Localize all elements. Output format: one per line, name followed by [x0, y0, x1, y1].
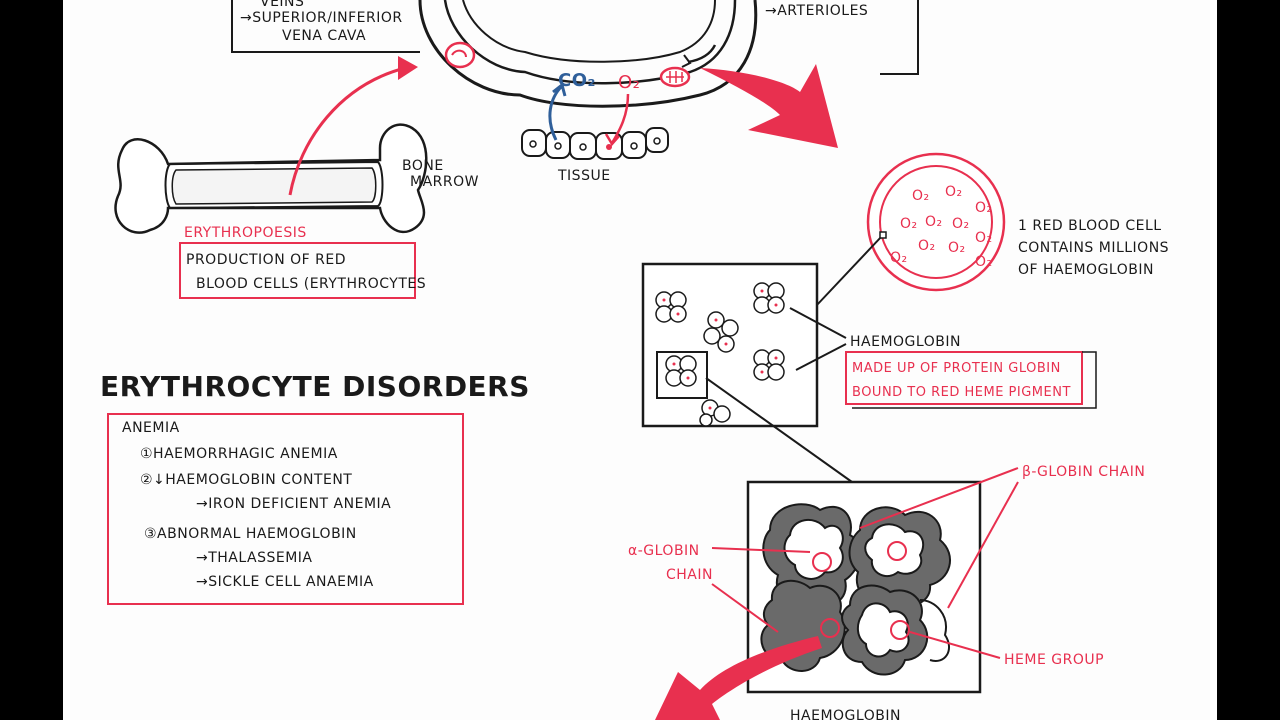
production-line-1: PRODUCTION OF RED — [186, 252, 346, 268]
haemoglobin-label: HAEMOGLOBIN — [850, 334, 961, 350]
haemoglobin-desc-1: MADE UP OF PROTEIN GLOBIN — [852, 361, 1061, 376]
heme-pointer — [909, 631, 1001, 659]
hb-bottom-label: HAEMOGLOBIN — [790, 708, 901, 720]
disorders-anemia: ANEMIA — [122, 420, 180, 436]
disorders-title: ERYTHROCYTE DISORDERS — [100, 370, 530, 403]
disorders-item-3-sub-2: →SICKLE CELL ANAEMIA — [196, 574, 374, 590]
rbc-desc-1: 1 RED BLOOD CELL — [1018, 218, 1162, 234]
rbc-o2: O₂ — [890, 250, 908, 266]
bone-illustration — [114, 123, 428, 234]
selected-cluster-box — [656, 351, 708, 399]
vein-label-3: VENA CAVA — [282, 28, 366, 44]
alpha-chain-label-1: α-GLOBIN — [628, 543, 700, 559]
disorders-item-3-sub-1: →THALASSEMIA — [196, 550, 313, 566]
disorders-item-1: ①HAEMORRHAGIC ANEMIA — [140, 446, 338, 462]
production-line-2: BLOOD CELLS (ERYTHROCYTES — [196, 276, 426, 292]
rbc-o2: O₂ — [975, 230, 993, 246]
hb-pointer-1 — [789, 307, 847, 339]
production-box — [179, 242, 416, 299]
whiteboard-paper — [63, 0, 1217, 720]
disorders-item-2: ②↓HAEMOGLOBIN CONTENT — [140, 472, 352, 488]
red-blood-cell-left — [444, 41, 476, 69]
beta-chain-label: β-GLOBIN CHAIN — [1022, 464, 1145, 480]
haemoglobin-desc-box — [845, 351, 1083, 405]
rbc-o2: O₂ — [948, 240, 966, 256]
vein-label-1: VEINS — [260, 0, 304, 10]
rbc-zoom-anchor — [879, 231, 887, 239]
beta-pointer-2 — [947, 481, 1019, 609]
bone-label-1: BONE — [402, 158, 444, 174]
rbc-o2: O₂ — [912, 188, 930, 204]
arterioles-label: →ARTERIOLES — [765, 3, 868, 19]
hb-molecule — [760, 503, 951, 676]
rbc-o2: O₂ — [900, 216, 918, 232]
heme-groups — [812, 541, 910, 640]
vein-box: VEINS →SUPERIOR/INFERIOR VENA CAVA — [231, 0, 420, 53]
left-letterbox — [0, 0, 63, 720]
vein-label-2: →SUPERIOR/INFERIOR — [240, 10, 403, 26]
rbc-o2: O₂ — [952, 216, 970, 232]
alpha-pointer-1 — [711, 547, 811, 553]
haemoglobin-desc-shadow — [852, 351, 1097, 409]
rbc-zoom-line — [815, 235, 883, 307]
heme-dots — [662, 289, 778, 410]
rbc-o2: O₂ — [925, 214, 943, 230]
arterioles-box: →ARTERIOLES — [765, 0, 919, 75]
rbc-o2: O₂ — [975, 200, 993, 216]
rbc-o2: O₂ — [975, 254, 993, 270]
disorders-item-2-sub: →IRON DEFICIENT ANEMIA — [196, 496, 391, 512]
right-letterbox — [1217, 0, 1280, 720]
erythropoiesis-label: ERYTHROPOESIS — [184, 225, 307, 241]
o2-label: O₂ — [618, 72, 640, 93]
alpha-pointer-2 — [711, 583, 779, 633]
disorders-box — [107, 413, 464, 605]
red-blood-cell-right — [659, 66, 691, 88]
hb-pointer-2 — [795, 343, 847, 371]
bone-label-2: MARROW — [410, 174, 479, 190]
arrow-molecule-out — [655, 636, 822, 720]
arrow-to-rbc — [700, 64, 838, 148]
hb-zoom-line — [705, 377, 853, 483]
co2-label: CO₂ — [558, 70, 596, 91]
rbc-circle — [866, 152, 1006, 292]
rbc-desc-2: CONTAINS MILLIONS — [1018, 240, 1169, 256]
arrow-bone-to-vessel-head — [398, 56, 418, 80]
tissue-label: TISSUE — [557, 168, 611, 184]
rbc-desc-3: OF HAEMOGLOBIN — [1018, 262, 1154, 278]
rbc-o2-labels: O₂ O₂ O₂ O₂ O₂ O₂ O₂ O₂ O₂ O₂ O₂ — [890, 184, 993, 270]
arrow-bone-to-vessel — [288, 66, 406, 196]
haemoglobin-desc-2: BOUND TO RED HEME PIGMENT — [852, 385, 1071, 400]
tissue-cells — [521, 127, 669, 160]
heme-group-label: HEME GROUP — [1004, 652, 1104, 668]
rbc-o2: O₂ — [945, 184, 963, 200]
co2-exchange: CO₂ — [548, 70, 596, 141]
disorders-item-3: ③ABNORMAL HAEMOGLOBIN — [144, 526, 357, 542]
rbc-o2: O₂ — [918, 238, 936, 254]
beta-pointer-1 — [859, 467, 1019, 529]
o2-exchange: O₂ — [604, 72, 640, 147]
haemoglobin-clusters — [655, 282, 785, 427]
alpha-chain-label-2: CHAIN — [666, 567, 713, 583]
